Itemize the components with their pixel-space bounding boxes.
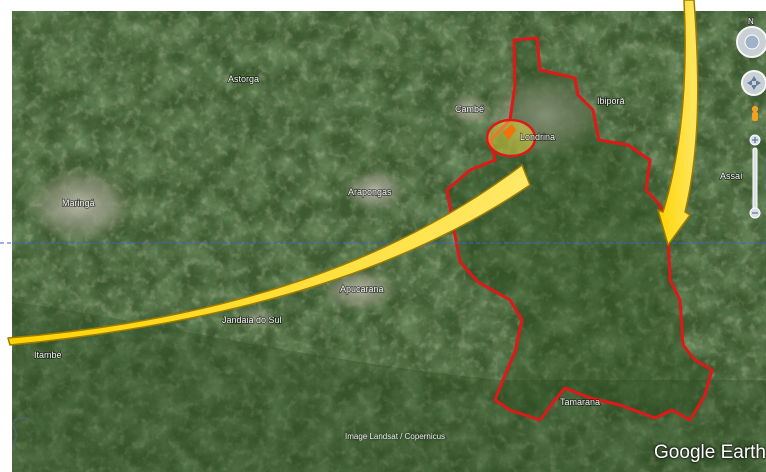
forest-south [0,300,766,472]
frame-left [0,0,12,472]
frame-top [0,0,766,11]
place-label: Assaí [720,171,743,181]
place-label: Apucarana [340,284,384,294]
imagery-credit: Image Landsat / Copernicus [345,432,446,441]
urban-jandaia [235,306,275,330]
place-label: Jandaia do Sul [222,315,282,325]
place-label: Cambé [455,104,484,114]
arrow-from-top [657,0,699,246]
urban-maringa [25,167,135,243]
urban-apucarana [322,268,398,312]
google-earth-logo: Google Earth [654,442,766,463]
zoom-slider-track[interactable] [752,147,758,211]
place-label: Ibiporã [597,96,625,106]
place-label: Tamarana [560,397,600,407]
street-view-control[interactable] [751,105,759,121]
urban-center-highlight [485,118,537,158]
street-view-pegman-icon[interactable] [751,105,759,113]
place-label: Astorga [228,74,259,84]
place-label: Londrina [520,132,555,142]
urban-arapongas [345,168,405,212]
pan-icon[interactable] [741,70,766,96]
arrow-to-left [7,164,531,346]
zoom-control[interactable] [749,134,761,219]
place-label: Itambé [34,350,62,360]
place-label: Arapongas [348,187,392,197]
compass-control[interactable]: N [736,16,766,58]
compass-north-label: N [748,17,754,26]
place-label: Maringá [62,198,95,208]
pan-control[interactable] [741,70,766,96]
urban-cambe [448,94,492,126]
urban-center-marker [503,124,516,140]
